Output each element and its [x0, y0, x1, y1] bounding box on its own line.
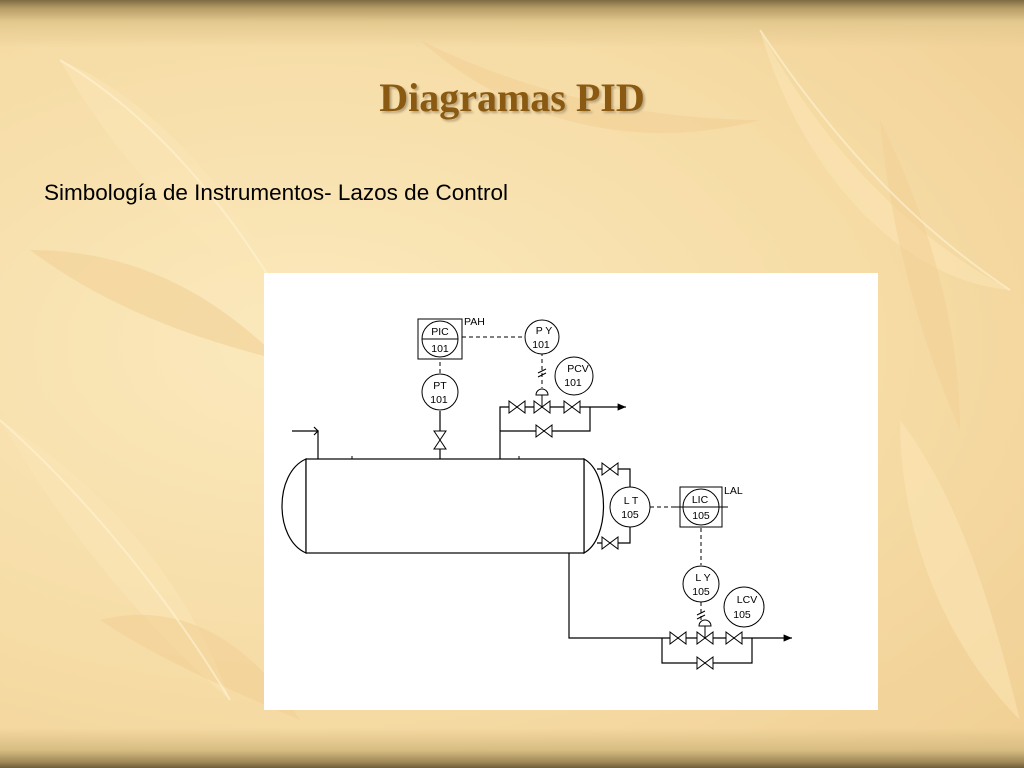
inlet-line: [292, 426, 319, 459]
slide-subtitle: Simbología de Instrumentos- Lazos de Con…: [44, 180, 508, 205]
ly-signal-slash-marks: [696, 610, 706, 620]
pic-101-controller: PIC 101 PAH: [417, 316, 485, 360]
pt-101-transmitter: PT 101: [421, 373, 459, 411]
ly-number: 105: [692, 586, 710, 598]
lic-alarm-label: LAL: [724, 485, 743, 497]
lic-number: 105: [692, 510, 710, 522]
lcv-105-valve-bubble: LCV 105: [723, 586, 765, 628]
lt-number: 105: [621, 509, 639, 521]
pic-number: 101: [431, 343, 449, 355]
gas-outlet-piping: [499, 403, 626, 459]
lic-105-controller: LIC 105 LAL: [674, 485, 743, 528]
py-signal-slash-marks: [537, 368, 547, 378]
lcv-tag: LCV: [737, 594, 757, 606]
pcv-tag: PCV: [567, 363, 589, 375]
pid-diagram: PIC 101 PAH P Y 101 PCV 101 PT 101: [281, 316, 792, 670]
py-101-transducer: P Y 101: [524, 319, 560, 355]
pcv-101-valve-icon: [533, 388, 551, 414]
lt-105-transmitter: L T 105: [609, 486, 651, 528]
lt-upper-valve-icon: [601, 462, 619, 476]
ly-105-transducer: L Y 105: [682, 565, 720, 603]
lt-tag: L T: [624, 495, 639, 507]
py-tag: P Y: [536, 325, 553, 337]
lcv-number: 105: [733, 609, 751, 621]
gas-bypass-valve-icon: [535, 424, 553, 438]
lcv-105-valve-icon: [696, 619, 714, 645]
pcv-101-valve-bubble: PCV 101: [554, 356, 594, 396]
pt-number: 101: [430, 394, 448, 406]
pid-diagram-panel: PIC 101 PAH P Y 101 PCV 101 PT 101: [264, 273, 878, 710]
gas-block-valve-1-icon: [508, 400, 526, 414]
pic-alarm-label: PAH: [464, 316, 485, 328]
pcv-number: 101: [564, 377, 582, 389]
pic-tag: PIC: [431, 326, 449, 338]
horizontal-vessel: [281, 456, 605, 555]
gas-block-valve-2-icon: [563, 400, 581, 414]
ly-tag: L Y: [695, 572, 710, 584]
slide-title: Diagramas PID: [379, 75, 645, 120]
pt-root-valve-icon: [433, 430, 447, 450]
lic-tag: LIC: [692, 494, 709, 506]
liquid-block-valve-1-icon: [669, 631, 687, 645]
lt-lower-valve-icon: [601, 536, 619, 550]
liquid-block-valve-2-icon: [725, 631, 743, 645]
liquid-bypass-valve-icon: [696, 656, 714, 670]
pt-tag: PT: [433, 380, 447, 392]
py-number: 101: [532, 339, 550, 351]
